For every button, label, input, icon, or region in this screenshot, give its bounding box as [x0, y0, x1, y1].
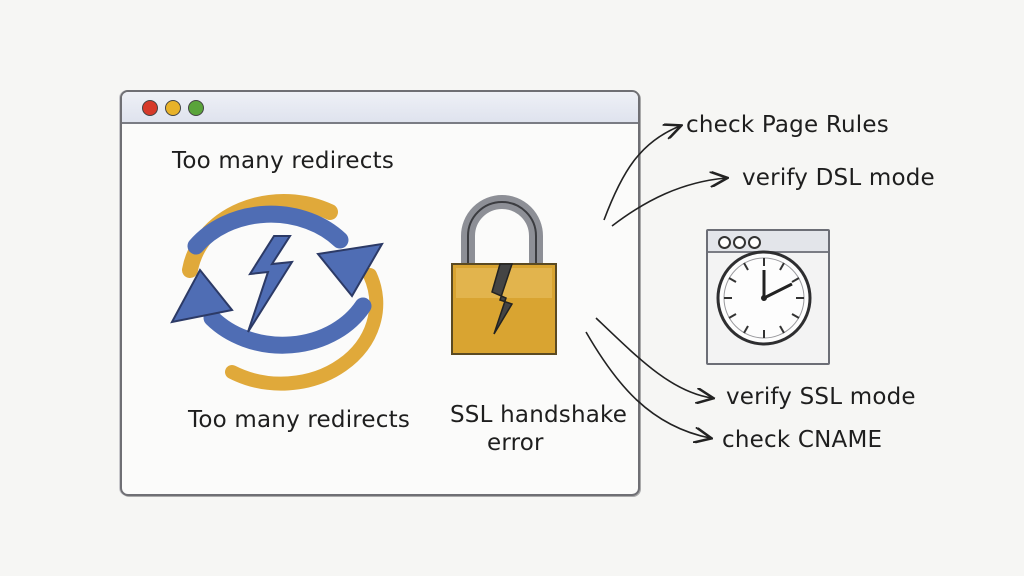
browser-title-bar — [122, 92, 638, 124]
mini-dot — [733, 236, 746, 249]
action-verify-ssl-mode: verify SSL mode — [726, 384, 916, 410]
ssl-caption-line1: SSL handshake — [450, 402, 628, 428]
action-check-cname: check CNAME — [722, 427, 883, 453]
action-verify-dsl-mode: verify DSL mode — [742, 165, 935, 191]
mini-dot — [748, 236, 761, 249]
mini-dot — [718, 236, 731, 249]
browser-heading: Too many redirects — [172, 148, 395, 174]
ssl-caption-line2: error — [487, 430, 544, 456]
action-check-page-rules: check Page Rules — [686, 112, 889, 138]
redirect-caption: Too many redirects — [188, 407, 411, 433]
minimize-dot — [165, 100, 181, 116]
close-dot — [142, 100, 158, 116]
maximize-dot — [188, 100, 204, 116]
